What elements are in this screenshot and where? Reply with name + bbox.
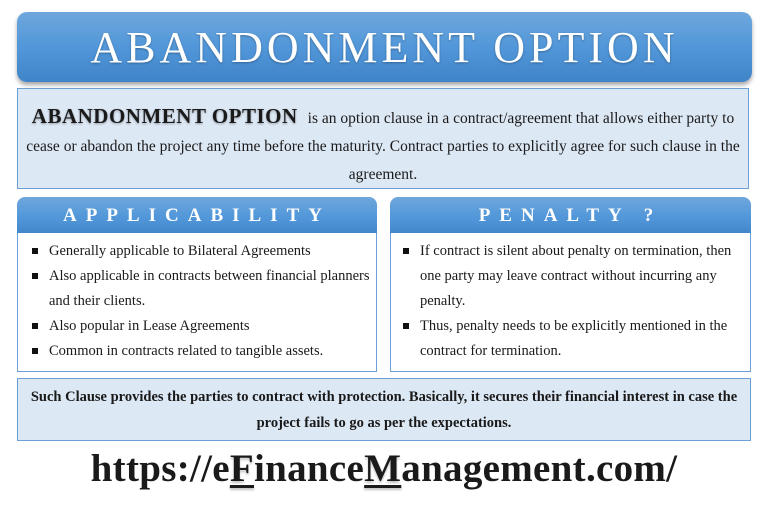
square-bullet-icon [32, 248, 38, 254]
page-title: ABANDONMENT OPTION [90, 22, 679, 72]
definition-text: is an option clause in a contract/agreem… [26, 110, 740, 183]
square-bullet-icon [403, 248, 409, 254]
list-item: Also applicable in contracts between fin… [18, 264, 376, 314]
title-banner: ABANDONMENT OPTION [17, 12, 752, 82]
square-bullet-icon [403, 323, 409, 329]
penalty-list: If contract is silent about penalty on t… [391, 239, 750, 364]
applicability-list: Generally applicable to Bilateral Agreem… [18, 239, 376, 364]
penalty-box: If contract is silent about penalty on t… [390, 233, 751, 372]
list-item: Also popular in Lease Agreements [18, 314, 376, 339]
list-item: If contract is silent about penalty on t… [391, 239, 750, 314]
definition-term: ABANDONMENT OPTION [31, 104, 298, 128]
applicability-box: Generally applicable to Bilateral Agreem… [17, 233, 377, 372]
square-bullet-icon [32, 348, 38, 354]
list-item: Common in contracts related to tangible … [18, 339, 376, 364]
summary-box: Such Clause provides the parties to cont… [17, 378, 751, 441]
website-url: https://eFinanceManagement.com/ [90, 447, 678, 490]
square-bullet-icon [32, 323, 38, 329]
summary-text: Such Clause provides the parties to cont… [30, 389, 738, 431]
penalty-header: PENALTY ? [390, 197, 751, 234]
penalty-title: PENALTY ? [478, 204, 663, 226]
list-item: Thus, penalty needs to be explicitly men… [391, 314, 750, 364]
list-item: Generally applicable to Bilateral Agreem… [18, 239, 376, 264]
square-bullet-icon [32, 273, 38, 279]
applicability-header: APPLICABILITY [17, 197, 377, 234]
applicability-title: APPLICABILITY [63, 204, 331, 226]
